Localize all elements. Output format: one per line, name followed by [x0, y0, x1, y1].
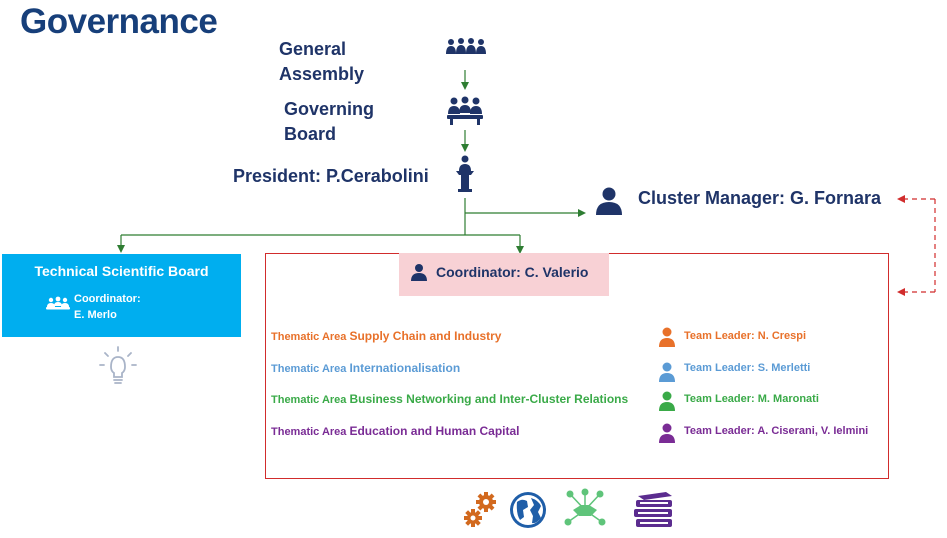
technical-scientific-board: Technical Scientific Board Coordinator: … [2, 254, 241, 337]
cluster-manager-person-icon [596, 187, 622, 215]
handshake-network-icon [564, 488, 606, 526]
president-label: President: P.Cerabolini [233, 166, 429, 186]
governing-board-label: Governing Board [284, 99, 375, 144]
coordinator-person-icon [411, 264, 427, 281]
page-title: Governance [20, 2, 218, 41]
team-leader-person-icon [659, 391, 675, 411]
assembly-group-icon [446, 38, 486, 54]
gears-icon [464, 492, 496, 527]
cluster-manager-label: Cluster Manager: G. Fornara [638, 188, 882, 208]
team-leader-business-networking: Team Leader: M. Maronati [684, 393, 819, 405]
team-leader-supply-chain: Team Leader: N. Crespi [684, 330, 807, 342]
coordinator-label: Coordinator: C. Valerio [436, 264, 589, 280]
board-meeting-icon [447, 96, 483, 125]
books-icon [634, 492, 672, 527]
team-leader-education: Team Leader: A. Ciserani, V. Ielmini [684, 425, 869, 437]
coordinator-box: Coordinator: C. Valerio [399, 253, 609, 296]
thematic-area-internationalisation: Thematic Area Internationalisation [271, 361, 461, 375]
tsb-group-icon [46, 296, 70, 310]
thematic-area-business-networking: Thematic Area Business Networking and In… [271, 392, 629, 406]
thematic-area-education: Thematic Area Education and Human Capita… [271, 424, 520, 438]
team-leader-person-icon [659, 423, 675, 443]
lightbulb-icon [99, 346, 137, 384]
team-leader-internationalisation: Team Leader: S. Merletti [684, 362, 811, 374]
general-assembly-label: General Assembly [279, 39, 365, 84]
team-leader-person-icon [659, 362, 675, 382]
thematic-area-supply-chain: Thematic Area Supply Chain and Industry [271, 329, 502, 343]
team-leader-person-icon [659, 327, 675, 347]
globe-icon [510, 492, 546, 528]
podium-speaker-icon [456, 155, 474, 192]
tsb-coordinator: Coordinator: E. Merlo [74, 293, 141, 321]
tsb-title: Technical Scientific Board [34, 263, 209, 279]
